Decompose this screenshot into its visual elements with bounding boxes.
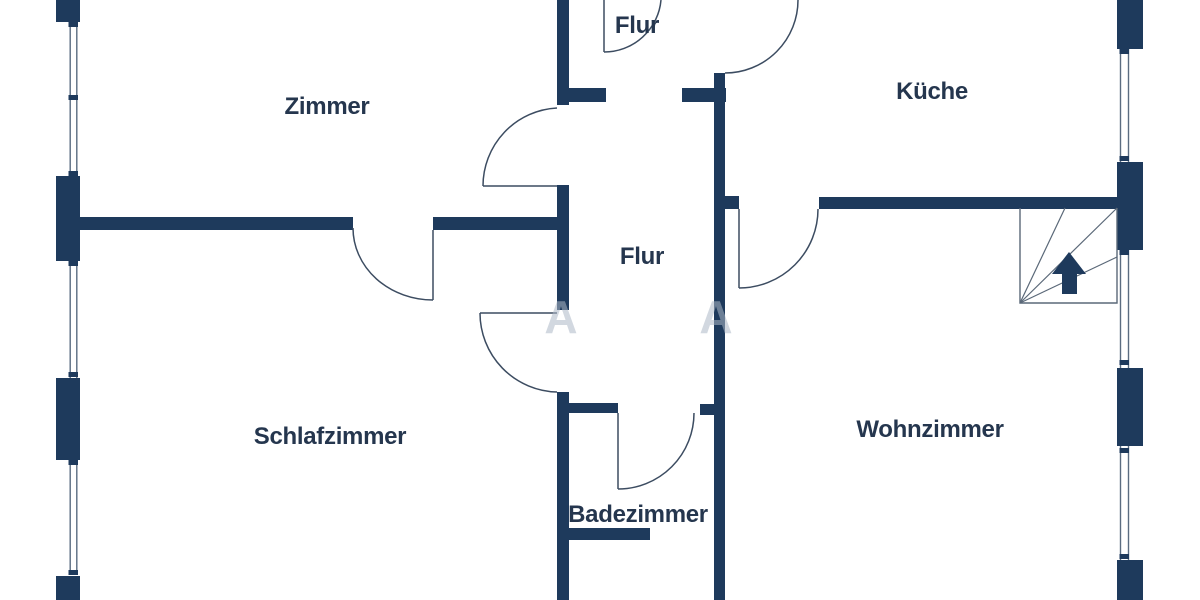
- room-label-zimmer: Zimmer: [284, 93, 370, 120]
- stairs-up-arrow-icon: [1052, 252, 1086, 294]
- exterior-wall-left: [56, 0, 80, 600]
- wall-badezimmer-north-left: [569, 403, 618, 413]
- window-left-middle: [69, 261, 78, 378]
- exterior-wall-right: [1117, 0, 1143, 600]
- window-ticks-right: [1119, 49, 1129, 559]
- wall-spine-bottom: [557, 392, 569, 600]
- wall-spine-stub: [557, 88, 606, 102]
- wall-zimmer-schlafzimmer-left: [80, 217, 353, 230]
- doors: [352, 0, 819, 490]
- wall-segment: [56, 378, 80, 460]
- window-right-middle: [1119, 250, 1130, 368]
- staircase: [1019, 207, 1118, 304]
- wall-badezimmer-partition: [569, 528, 650, 540]
- room-label-wohnzimmer: Wohnzimmer: [856, 416, 1004, 443]
- wall-kueche-wohnzimmer: [819, 197, 1117, 209]
- room-label-kueche: Küche: [896, 78, 968, 105]
- room-label-flur-mitte: Flur: [619, 243, 665, 270]
- door-schlafzimmer: [352, 227, 434, 301]
- door-kueche: [738, 208, 819, 289]
- window-left-bottom: [69, 460, 78, 575]
- door-flur-top: [603, 0, 662, 53]
- door-zimmer: [482, 107, 558, 187]
- wall-zimmer-schlafzimmer-right: [433, 217, 568, 230]
- door-badezimmer: [617, 412, 695, 490]
- wall-badezimmer-north-stub: [700, 404, 714, 415]
- wall-segment: [1117, 162, 1143, 250]
- wall-kueche-jamb: [725, 196, 739, 209]
- room-label-schlafzimmer: Schlafzimmer: [253, 423, 407, 450]
- door-arc: [738, 208, 819, 289]
- wall-segment: [56, 176, 80, 261]
- door-arc: [479, 312, 558, 393]
- door-arc: [603, 0, 662, 53]
- room-label-badezimmer: Badezimmer: [568, 501, 708, 528]
- wall-segment: [1117, 0, 1143, 49]
- wall-spine-middle: [557, 185, 569, 310]
- door-schlafzimmer-flur: [479, 312, 558, 393]
- door-entrance-arc: [724, 0, 799, 74]
- window-right-bottom: [1119, 446, 1130, 560]
- wall-segment: [1117, 368, 1143, 446]
- room-label-flur-oben: Flur: [614, 12, 660, 39]
- wall-spine-top: [557, 0, 569, 105]
- wall-segment: [56, 576, 80, 600]
- interior-walls: [80, 0, 1117, 600]
- window-right-top: [1119, 49, 1130, 162]
- window-ticks-left: [68, 22, 78, 575]
- wall-corridor-east: [714, 73, 725, 600]
- wall-segment: [1117, 560, 1143, 600]
- door-arc: [482, 107, 558, 187]
- staircase-outline: [1019, 208, 1118, 304]
- wall-segment: [56, 0, 80, 22]
- door-arc: [724, 0, 799, 74]
- door-arc: [352, 227, 434, 301]
- door-arc: [617, 412, 695, 490]
